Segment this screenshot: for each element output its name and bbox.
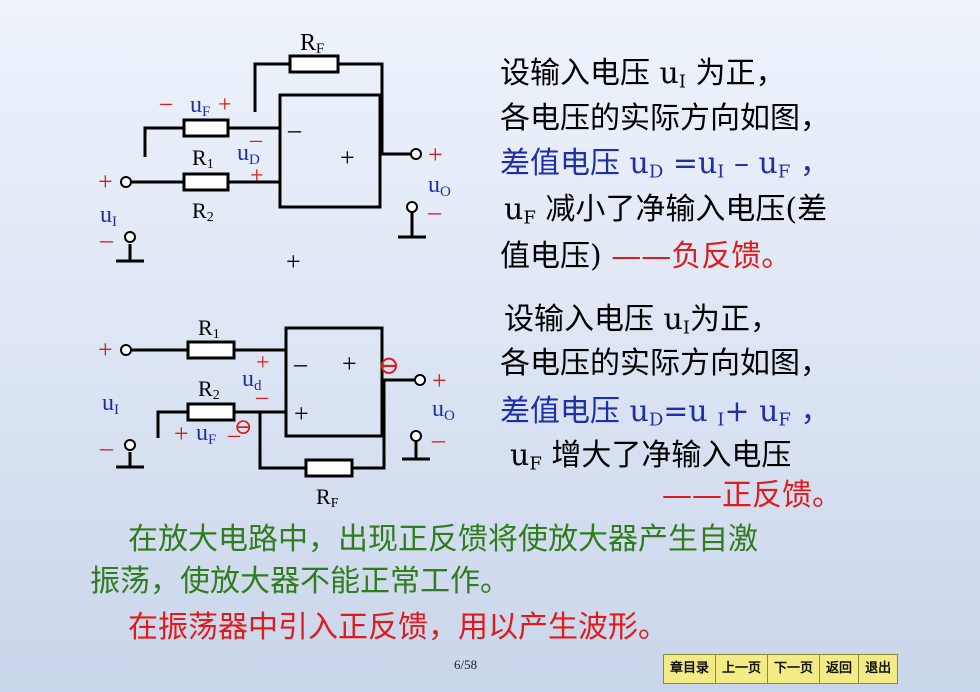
c2-ud-plus: + — [256, 350, 270, 376]
c2-op-minus: – — [293, 349, 308, 378]
svg-text:RF: RF — [316, 484, 339, 511]
c1-in-plus: + — [98, 167, 113, 196]
text1-line5: 值电压) ——负反馈。 — [500, 239, 792, 274]
c2-r2-label: R — [198, 376, 213, 401]
svg-text:R1: R1 — [198, 315, 220, 342]
c2-uf-minus: – — [227, 422, 241, 448]
text2-line3: 差值电压 uD=u I+ uF ， — [500, 394, 831, 431]
c1-ud-label: u — [237, 140, 249, 166]
c1-ud-plus: + — [250, 163, 264, 189]
svg-text:uI: uI — [100, 202, 117, 230]
c1-op-plus: + — [340, 143, 355, 172]
c2-uf-label: u — [196, 420, 208, 446]
svg-text:RF: RF — [300, 30, 324, 57]
c1-uf-minus: – — [159, 90, 173, 116]
c2-op-plus: + — [294, 399, 309, 428]
c1-ui-label: u — [100, 202, 112, 228]
text1-line2: 各电压的实际方向如图， — [500, 101, 830, 136]
text2-line4: uF 增大了净输入电压 — [510, 438, 792, 475]
text1-line4: uF 减小了净输入电压(差 — [504, 192, 828, 229]
c2-uf-plus: + — [174, 419, 189, 448]
nav-bar: 章目录 上一页 下一页 返回 退出 — [663, 654, 899, 684]
c1-out-minus: – — [427, 197, 442, 226]
c2-uf-circle-minus: ⊖ — [234, 414, 252, 439]
c1-ud-minus: – — [249, 127, 263, 153]
text1-line1: 设输入电压 uI 为正， — [500, 56, 786, 93]
nav-prev-page-button[interactable]: 上一页 — [715, 654, 769, 684]
svg-text:uF: uF — [190, 92, 210, 120]
nav-chapter-index-button[interactable]: 章目录 — [663, 654, 717, 684]
c1-in-minus: – — [99, 225, 114, 254]
circuit-positive-feedback: R1 R2 RF + ud – – + + ⊖ + uF – ⊖ + uI – … — [98, 315, 455, 511]
c1-bottom-plus: + — [286, 247, 301, 276]
svg-text:ud: ud — [242, 366, 262, 394]
c1-uf-plus: + — [218, 92, 232, 118]
nav-next-page-button[interactable]: 下一页 — [767, 654, 821, 684]
c2-out-minus: – — [431, 425, 446, 454]
svg-text:uO: uO — [432, 396, 455, 424]
text2-line2: 各电压的实际方向如图， — [500, 346, 830, 381]
nav-exit-button[interactable]: 退出 — [858, 654, 899, 684]
c1-rf-label: R — [300, 30, 316, 56]
svg-text:uO: uO — [428, 172, 451, 200]
c2-ud-label: u — [242, 366, 254, 392]
text2-line1: 设输入电压 uI为正， — [504, 302, 780, 339]
c1-out-plus: + — [428, 140, 443, 169]
c1-uo-label: u — [428, 172, 440, 198]
c2-out-circle-minus: ⊖ — [378, 351, 400, 380]
c2-ui-label: u — [102, 390, 114, 416]
c1-r1-label: R — [192, 145, 207, 170]
c2-rf-label: R — [316, 484, 331, 509]
c2-in-minus: – — [99, 433, 114, 462]
para-green-line1: 在放大电路中，出现正反馈将使放大器产生自激 — [128, 522, 758, 557]
para-red: 在振荡器中引入正反馈，用以产生波形。 — [128, 610, 668, 645]
svg-text:R2: R2 — [198, 376, 220, 403]
c2-r1-label: R — [198, 315, 213, 340]
c1-r2-label: R — [192, 198, 207, 223]
c1-op-minus: – — [287, 115, 302, 144]
svg-text:uD: uD — [237, 140, 260, 168]
circuit-negative-feedback: RF – uF + R1 R2 – uD + – + + uI – + uO –… — [98, 30, 451, 276]
svg-text:R2: R2 — [192, 198, 214, 225]
text1-line3: 差值电压 uD =uI – uF ， — [500, 146, 830, 183]
page-number: 6/58 — [454, 657, 478, 672]
c2-out-plus: + — [432, 366, 447, 395]
c2-in-plus: + — [98, 335, 113, 364]
c2-uo-label: u — [432, 396, 444, 422]
c2-ud-minus: – — [255, 384, 269, 410]
text2-line5: ——正反馈。 — [662, 478, 842, 513]
c1-uf-label: u — [190, 92, 202, 118]
para-green-line2: 振荡，使放大器不能正常工作。 — [90, 564, 510, 599]
svg-text:uF: uF — [196, 420, 216, 448]
svg-text:R1: R1 — [192, 145, 214, 172]
nav-back-button[interactable]: 返回 — [819, 654, 860, 684]
c2-op-plus-top: + — [342, 349, 357, 378]
svg-text:uI: uI — [102, 390, 119, 418]
